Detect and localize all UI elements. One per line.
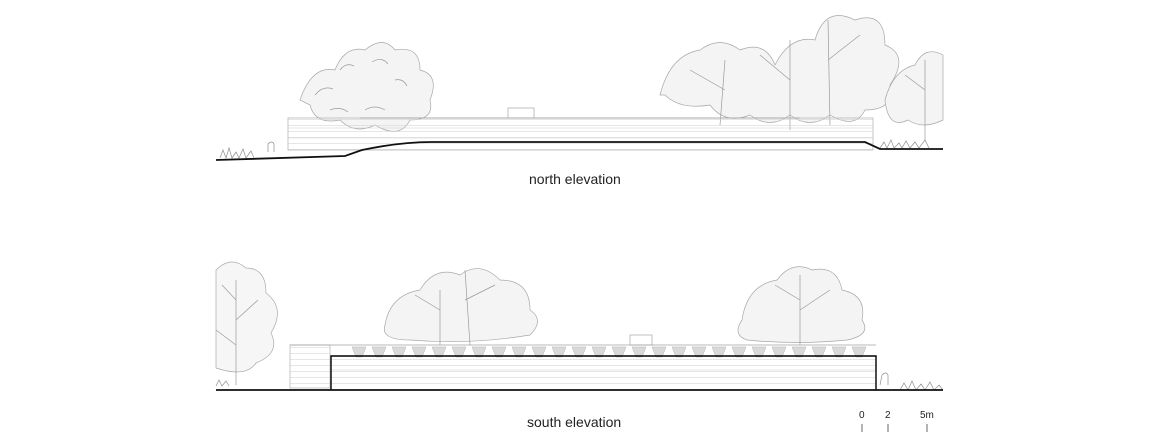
- north-shrubs: [219, 139, 930, 160]
- shading-fin: [791, 346, 807, 358]
- shading-fin: [691, 346, 707, 358]
- shading-fin: [811, 346, 827, 358]
- shading-fin: [711, 346, 727, 358]
- shading-fin: [531, 346, 547, 358]
- south-elevation: [215, 261, 944, 391]
- shading-fin: [491, 346, 507, 358]
- shading-fin: [731, 346, 747, 358]
- north-elevation: [215, 15, 944, 161]
- shading-fin: [391, 346, 407, 358]
- shading-fin: [631, 346, 647, 358]
- shading-fin: [771, 346, 787, 358]
- scale-label-2: 2: [885, 410, 891, 421]
- scale-bar: [861, 424, 928, 432]
- shading-fin: [851, 346, 867, 358]
- scale-label-0: 0: [859, 410, 865, 421]
- shading-fin: [571, 346, 587, 358]
- south-building: [289, 334, 877, 390]
- south-shrubs: [215, 372, 944, 391]
- shading-fin: [551, 346, 567, 358]
- shading-fin: [651, 346, 667, 358]
- shading-fin: [471, 346, 487, 358]
- south-shading-fins: [351, 346, 867, 358]
- shading-fin: [431, 346, 447, 358]
- shading-fin: [671, 346, 687, 358]
- shading-fin: [611, 346, 627, 358]
- scale-label-5m: 5m: [920, 410, 934, 421]
- north-ground-line: [215, 141, 943, 161]
- shading-fin: [751, 346, 767, 358]
- shading-fin: [371, 346, 387, 358]
- shading-fin: [411, 346, 427, 358]
- north-elevation-caption: north elevation: [529, 171, 621, 187]
- south-tree-center: [383, 268, 538, 346]
- north-tree-left: [299, 42, 434, 132]
- south-building-outline: [330, 355, 877, 390]
- shading-fin: [591, 346, 607, 358]
- south-elevation-caption: south elevation: [527, 414, 622, 430]
- shading-fin: [831, 346, 847, 358]
- shading-fin: [511, 346, 527, 358]
- shading-fin: [451, 346, 467, 358]
- north-tree-right: [659, 15, 944, 140]
- shading-fin: [351, 346, 367, 358]
- south-tree-right: [737, 266, 866, 345]
- north-building: [287, 107, 874, 151]
- south-tree-left: [215, 261, 278, 385]
